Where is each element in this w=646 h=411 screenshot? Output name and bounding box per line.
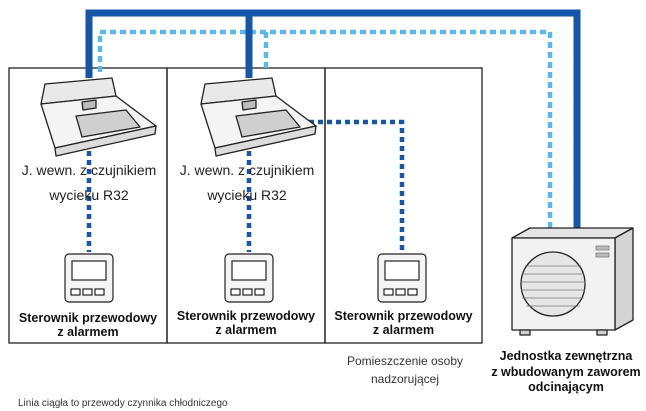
controller-wires: [86, 119, 405, 252]
outdoor-unit: [511, 227, 634, 336]
refrigerant-pipe: [85, 9, 581, 232]
indoor-unit-1-label-line1: J. wewn. z czujnikiem: [21, 162, 157, 178]
wire-unit2-controller3: [300, 119, 405, 252]
indoor-unit-1-label: J. wewn. z czujnikiem wycieku R32: [14, 161, 164, 205]
indoor-unit-1-label-line2: wycieku R32: [49, 186, 129, 203]
controller-3-label: Sterownik przewodowy z alarmem: [325, 309, 482, 338]
controller-2-label: Sterownik przewodowy z alarmem: [167, 309, 325, 338]
outdoor-unit-label-line1: Jednostka zewnętrzna: [499, 349, 633, 363]
indoor-unit-2: [200, 77, 317, 157]
supervised-room-label-line2: nadzorującej: [370, 372, 440, 386]
footnote: Linia ciągła to przewody czynnika chłodn…: [18, 398, 228, 409]
outdoor-unit-label: Jednostka zewnętrzna z wbudowanym zawore…: [488, 349, 644, 396]
controller-3: [377, 253, 427, 303]
indoor-unit-2-label-line2: wycieku R32: [207, 186, 287, 203]
controller-3-label-line2: z alarmem: [372, 323, 435, 338]
supervised-room-label-line1: Pomieszczenie osoby: [346, 354, 464, 368]
outdoor-unit-label-line2: z wbudowanym zaworem: [491, 364, 641, 379]
supervised-room-label: Pomieszczenie osoby nadzorującej: [330, 352, 480, 388]
outdoor-unit-label-line3: odcinającym: [528, 380, 604, 395]
controller-1: [64, 253, 114, 303]
controller-2-label-line2: z alarmem: [215, 323, 277, 338]
controller-3-label-line1: Sterownik przewodowy: [334, 309, 473, 323]
room-3-frame: [324, 67, 483, 344]
controller-2-label-line1: Sterownik przewodowy: [176, 309, 316, 323]
controller-2: [224, 253, 274, 303]
indoor-unit-2-label: J. wewn. z czujnikiem wycieku R32: [172, 161, 322, 205]
controller-1-label: Sterownik przewodowy z alarmem: [9, 311, 167, 340]
controller-1-label-line1: Sterownik przewodowy: [18, 311, 158, 325]
controller-1-label-line2: z alarmem: [57, 325, 119, 340]
signal-line-light: [97, 29, 553, 232]
indoor-unit-2-label-line1: J. wewn. z czujnikiem: [179, 162, 315, 178]
indoor-unit-1: [40, 77, 157, 157]
